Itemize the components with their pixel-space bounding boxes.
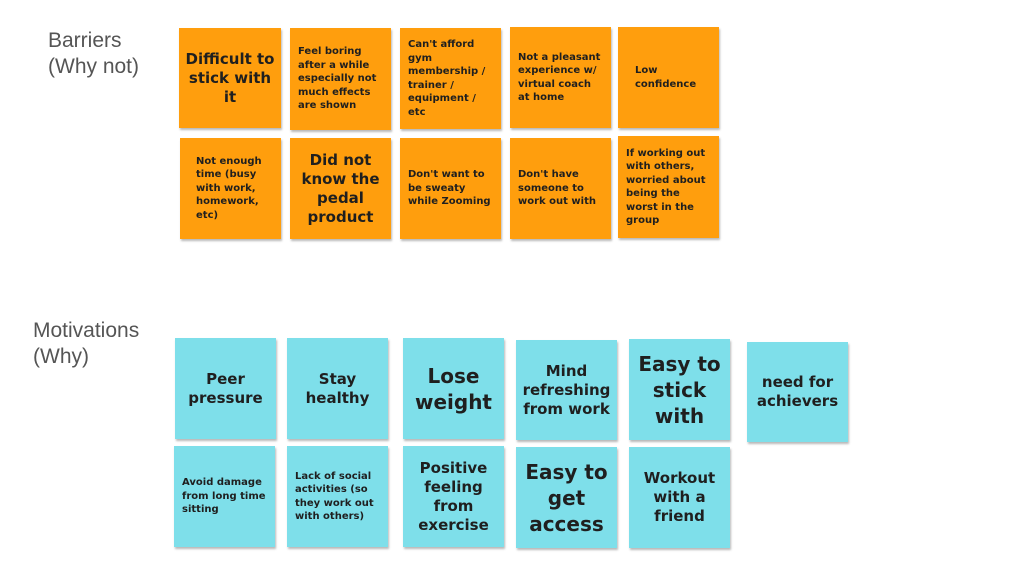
sticky-note-motivation[interactable]: Peer pressure: [175, 338, 276, 439]
sticky-note-motivation[interactable]: Lack of social activities (so they work …: [287, 446, 388, 547]
sticky-note-barrier[interactable]: Don't have someone to work out with: [510, 138, 611, 239]
sticky-note-barrier[interactable]: If working out with others, worried abou…: [618, 136, 719, 238]
sticky-note-motivation[interactable]: Workout with a friend: [629, 447, 730, 548]
sticky-note-motivation[interactable]: Lose weight: [403, 338, 504, 439]
sticky-note-barrier[interactable]: Did not know the pedal product: [290, 138, 391, 239]
sticky-note-barrier[interactable]: Not a pleasant experience w/ virtual coa…: [510, 27, 611, 128]
sticky-note-barrier[interactable]: Can't afford gym membership / trainer / …: [400, 28, 501, 129]
barriers-label: Barriers (Why not): [48, 29, 140, 78]
sticky-note-motivation[interactable]: need for achievers: [747, 342, 848, 442]
sticky-note-motivation[interactable]: Mind refreshing from work: [516, 340, 617, 440]
sticky-note-motivation[interactable]: Stay healthy: [287, 338, 388, 439]
motivations-label: Motivations (Why): [33, 319, 140, 368]
sticky-note-barrier[interactable]: Difficult to stick with it: [179, 28, 281, 128]
sticky-note-motivation[interactable]: Easy to stick with: [629, 339, 730, 440]
sticky-note-barrier[interactable]: Don't want to be sweaty while Zooming: [400, 138, 501, 239]
sticky-note-motivation[interactable]: Positive feeling from exercise: [403, 446, 504, 547]
sticky-note-barrier[interactable]: Not enough time (busy with work, homewor…: [180, 138, 281, 239]
sticky-note-motivation[interactable]: Easy to get access: [516, 447, 617, 548]
sticky-note-barrier[interactable]: Low confidence: [618, 27, 719, 128]
sticky-note-motivation[interactable]: Avoid damage from long time sitting: [174, 446, 275, 547]
sticky-note-barrier[interactable]: Feel boring after a while especially not…: [290, 28, 391, 130]
